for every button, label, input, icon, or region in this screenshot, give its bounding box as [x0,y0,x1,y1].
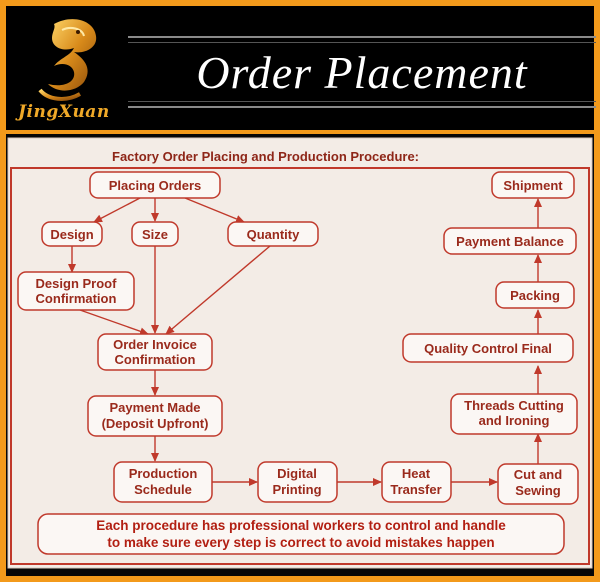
diagram-title: Factory Order Placing and Production Pro… [112,149,419,164]
node-label: Design [50,227,93,242]
brand-name: JingXuan [18,102,110,122]
footer-line: to make sure every step is correct to av… [107,535,494,550]
node-design: Design [41,221,103,247]
node-label: Schedule [134,482,192,497]
node-label: Heat [402,466,431,481]
connector-orders-quantity [184,197,245,223]
dragon-logo-icon [38,19,97,101]
node-payment-made: Payment Made (Deposit Upfront) [87,395,223,437]
node-label: Placing Orders [109,178,201,193]
node-payment-balance: Payment Balance [443,227,577,255]
node-label: and Ironing [479,413,550,428]
connector-orders-design [93,197,141,223]
node-digital-printing: Digital Printing [257,461,338,503]
header-divider [6,130,594,134]
connector-proof-invoice [79,309,149,336]
node-design-proof: Design Proof Confirmation [17,271,135,311]
node-label: Quality Control Final [424,341,552,356]
node-quantity: Quantity [227,221,319,247]
node-label: Production [129,466,198,481]
node-packing: Packing [495,281,575,309]
node-label: Size [142,227,168,242]
node-label: Design Proof [36,276,118,291]
node-label: (Deposit Upfront) [102,416,209,431]
node-label: Digital [277,466,317,481]
node-label: Confirmation [115,352,196,367]
diagram-border [10,167,590,565]
node-size: Size [131,221,179,247]
node-threads-cutting: Threads Cutting and Ironing [450,393,578,435]
connectors [68,197,542,486]
node-label: Order Invoice [113,337,197,352]
header-banner: JingXuan Order Placement [6,6,596,130]
node-label: Quantity [247,227,300,242]
node-label: Transfer [390,482,441,497]
node-label: Printing [272,482,321,497]
node-label: Sewing [515,483,561,498]
title-box: Order Placement [128,36,596,108]
node-label: Payment Made [109,400,200,415]
node-label: Packing [510,288,560,303]
footer-note: Each procedure has professional workers … [37,513,565,555]
node-quality-control: Quality Control Final [402,333,574,363]
node-label: Threads Cutting [464,398,564,413]
node-shipment: Shipment [491,171,575,199]
footer-line: Each procedure has professional workers … [96,518,506,533]
node-production-schedule: Production Schedule [113,461,213,503]
node-heat-transfer: Heat Transfer [381,461,452,503]
node-label: Confirmation [36,291,117,306]
node-placing-orders: Placing Orders [89,171,221,199]
node-label: Payment Balance [456,234,564,249]
node-label: Shipment [503,178,563,193]
node-order-invoice: Order Invoice Confirmation [97,333,213,371]
page-title: Order Placement [196,47,528,98]
node-label: Cut and [514,467,562,482]
connector-quantity-invoice [165,245,271,335]
node-cut-sewing: Cut and Sewing [497,463,579,505]
